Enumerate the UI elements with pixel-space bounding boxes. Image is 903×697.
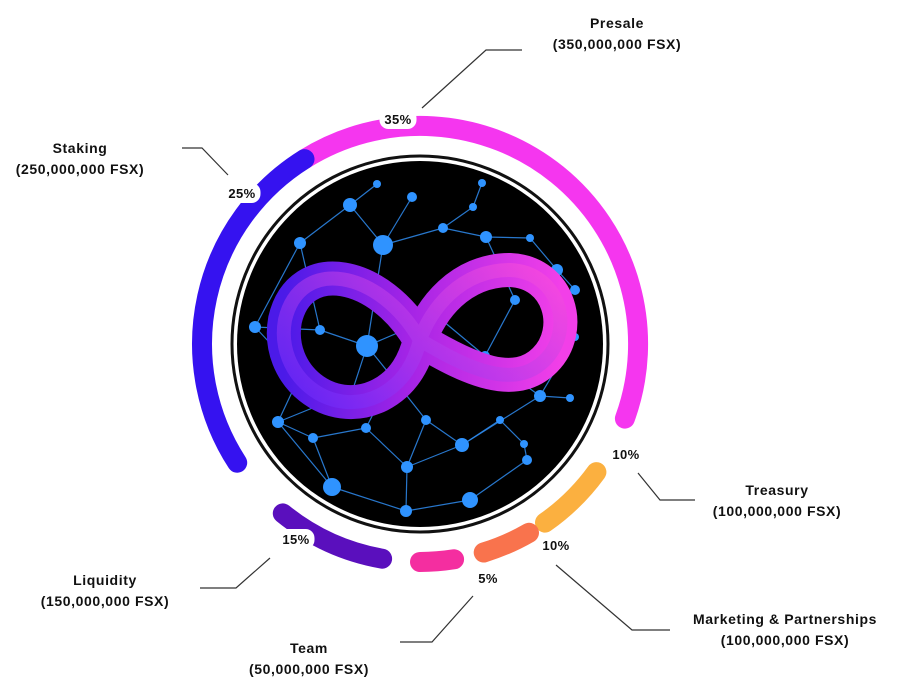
arc-treasury (535, 462, 607, 533)
percent-labels: 35% 10% 10% 5% 15% 25% (223, 109, 645, 588)
category-amount-team: (50,000,000 FSX) (249, 661, 369, 677)
category-labels: Presale (350,000,000 FSX) Treasury (100,000… (16, 15, 877, 677)
infinity-icon (266, 253, 578, 420)
arc-team (410, 549, 465, 572)
category-name-team: Team (290, 640, 328, 656)
leader-lines (182, 49, 695, 643)
category-name-marketing-and-partnerships: Marketing & Partnerships (693, 611, 877, 627)
category-name-treasury: Treasury (745, 482, 808, 498)
category-amount-presale: (350,000,000 FSX) (553, 36, 682, 52)
arc-marketing-and-partnerships (473, 522, 539, 563)
category-name-liquidity: Liquidity (73, 572, 137, 588)
percent-label-liquidity: 15% (282, 532, 309, 547)
category-amount-treasury: (100,000,000 FSX) (713, 503, 842, 519)
category-amount-staking: (250,000,000 FSX) (16, 161, 145, 177)
percent-label-team: 5% (478, 571, 498, 586)
center-logo-image (230, 154, 610, 534)
percent-badge-liquidity (277, 529, 315, 549)
leader-team (400, 595, 474, 643)
leader-presale (421, 49, 522, 109)
percent-badge-treasury (607, 444, 645, 464)
arc-liquidity (272, 503, 393, 569)
category-amount-marketing-and-partnerships: (100,000,000 FSX) (721, 632, 850, 648)
arc-staking (192, 149, 315, 473)
category-amount-liquidity: (150,000,000 FSX) (41, 593, 170, 609)
leader-liquidity (200, 557, 271, 589)
leader-marketing-and-partnerships (555, 564, 670, 631)
percent-label-staking: 25% (228, 186, 255, 201)
leader-staking (182, 147, 229, 176)
category-name-staking: Staking (53, 140, 108, 156)
percent-badge-presale (379, 109, 417, 129)
leader-treasury (637, 472, 695, 501)
percent-badge-team (474, 568, 502, 588)
percent-label-presale: 35% (384, 112, 411, 127)
percent-badge-staking (223, 183, 261, 203)
chart-arcs (192, 115, 649, 572)
percent-label-marketing-and-partnerships: 10% (542, 538, 569, 553)
percent-badge-marketing-and-partnerships (537, 535, 575, 555)
arc-presale (294, 115, 649, 429)
category-name-presale: Presale (590, 15, 644, 31)
percent-label-treasury: 10% (612, 447, 639, 462)
